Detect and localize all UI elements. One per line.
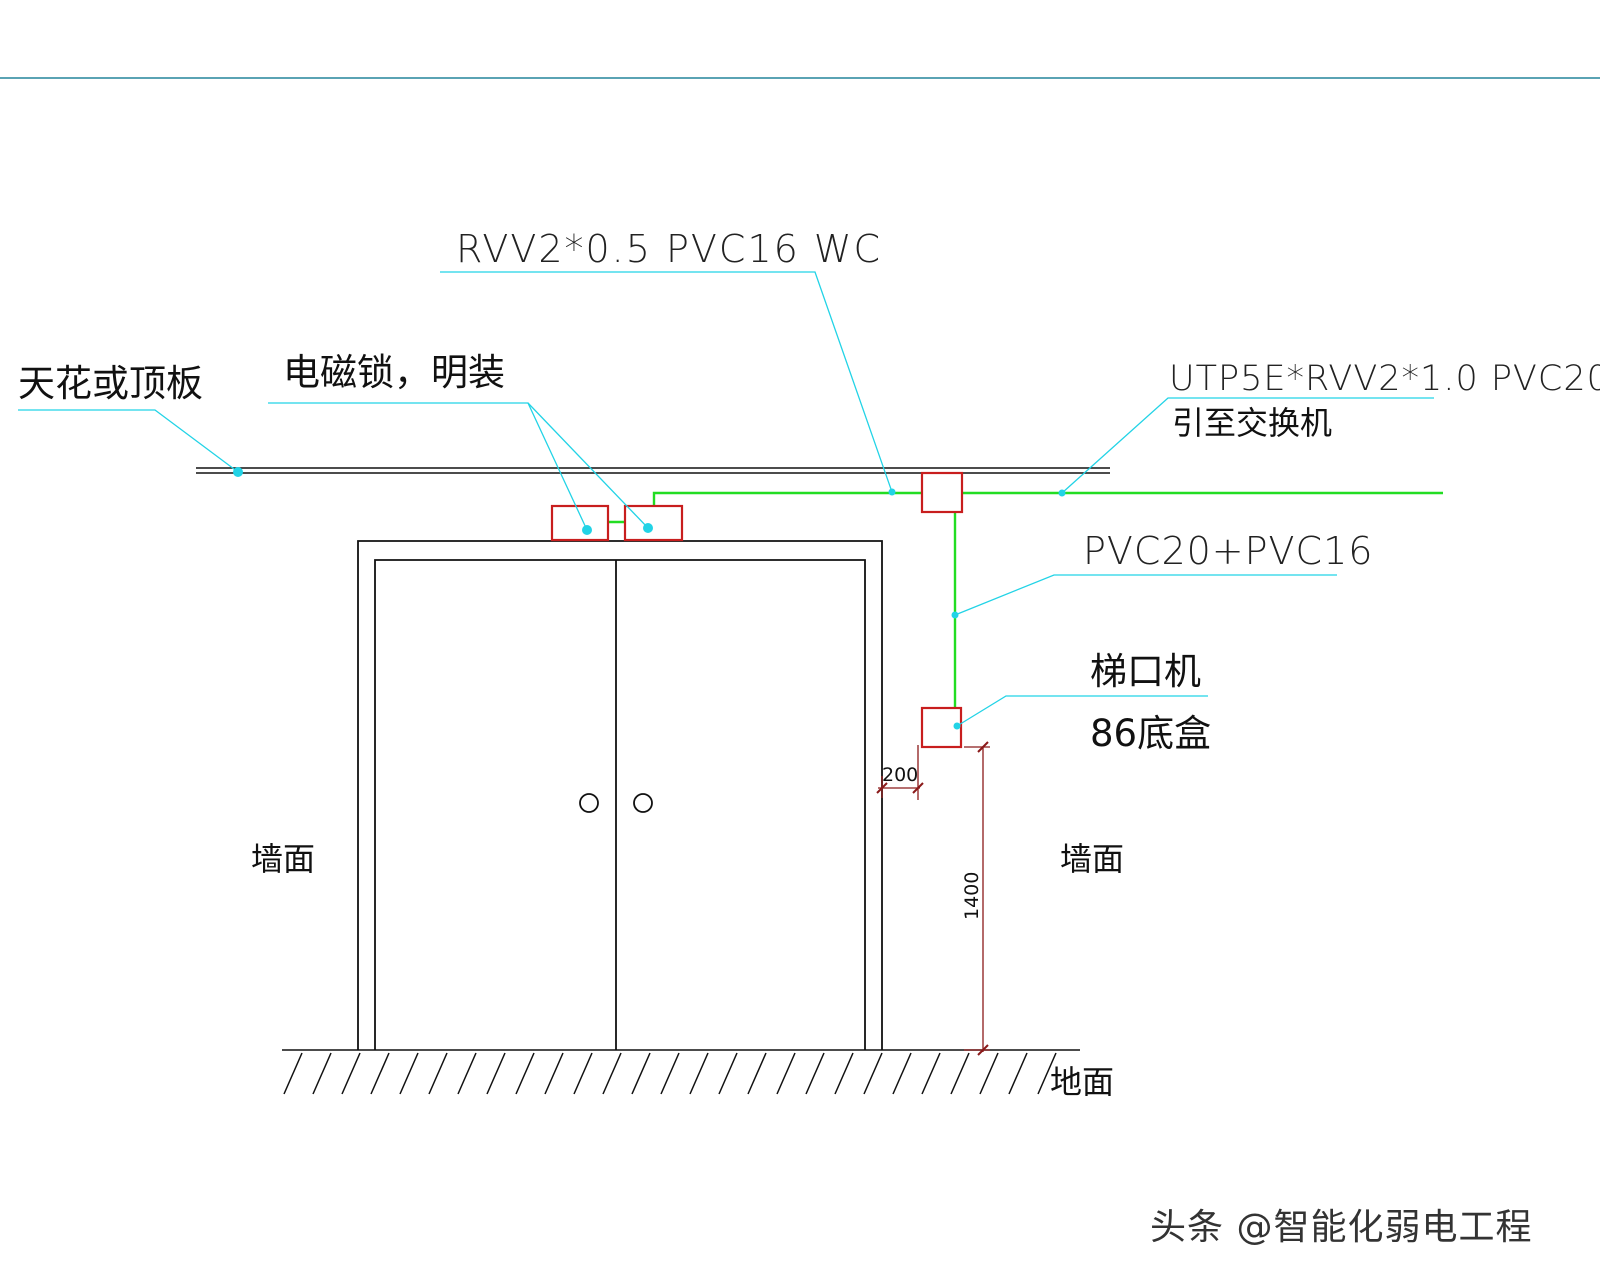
floor-hatch-stroke — [544, 1052, 564, 1095]
floor-hatch-stroke — [312, 1052, 332, 1095]
label-cable-switch-2: 引至交换机 — [1172, 404, 1332, 442]
floor-hatch-stroke — [892, 1052, 912, 1095]
floor-ground — [282, 1049, 1080, 1095]
floor-hatch-stroke — [718, 1052, 738, 1095]
label-conduit: PVC20+PVC16 — [1083, 529, 1373, 573]
leader-cable-switch — [1061, 397, 1434, 494]
dimension-200-text: 200 — [882, 764, 918, 786]
floor-hatch-stroke — [602, 1052, 622, 1095]
door-handle-left — [579, 793, 599, 813]
leader-device — [956, 695, 1208, 727]
floor-hatch-stroke — [660, 1052, 680, 1095]
floor-hatch-stroke — [515, 1052, 535, 1095]
floor-hatch-stroke — [1008, 1052, 1028, 1095]
floor-hatch-stroke — [747, 1052, 767, 1095]
leader-lines — [18, 271, 1434, 727]
floor-hatch-stroke — [457, 1052, 477, 1095]
leader-ceiling — [18, 409, 239, 473]
leader-cable-top — [440, 271, 893, 493]
floor-hatch-stroke — [1037, 1052, 1057, 1095]
device-boxes — [550, 471, 964, 749]
label-wall-right: 墙面 — [1060, 840, 1124, 878]
label-cable-switch-1: UTP5E*RVV2*1.0 PVC20 — [1169, 359, 1600, 399]
leader-lock-2 — [527, 402, 649, 529]
floor-hatch-stroke — [370, 1052, 390, 1095]
floor-hatch-stroke — [399, 1052, 419, 1095]
floor-hatch-stroke — [428, 1052, 448, 1095]
floor-hatch-stroke — [631, 1052, 651, 1095]
label-ceiling: 天花或顶板 — [18, 362, 203, 405]
floor-hatch-stroke — [573, 1052, 593, 1095]
label-magnetic-lock: 电磁锁，明装 — [283, 351, 505, 394]
door-handle-right — [633, 793, 653, 813]
floor-hatch-stroke — [834, 1052, 854, 1095]
floor-hatch-stroke — [921, 1052, 941, 1095]
label-cable-top: RVV2*0.5 PVC16 WC — [456, 227, 882, 271]
magnetic-lock-box-right — [623, 504, 684, 542]
door-frame-inner — [374, 559, 866, 1050]
junction-box — [920, 471, 964, 514]
door-frame-outer — [357, 540, 883, 1050]
floor-hatch-stroke — [979, 1052, 999, 1095]
floor-hatch-stroke — [341, 1052, 361, 1095]
magnetic-lock-box-left — [550, 504, 610, 542]
leader-conduit — [954, 574, 1337, 616]
label-door-station: 梯口机 — [1090, 650, 1201, 693]
label-86-box: 86底盒 — [1090, 712, 1211, 755]
double-door — [357, 540, 883, 1050]
wiring — [608, 491, 1443, 708]
dimension-1400-text: 1400 — [961, 872, 983, 920]
floor-hatch-stroke — [805, 1052, 825, 1095]
dimension-1400 — [964, 741, 990, 1056]
leader-dots — [233, 467, 1066, 730]
dimension-200 — [876, 745, 924, 800]
label-floor: 地面 — [1050, 1063, 1114, 1101]
floor-hatch-stroke — [283, 1052, 303, 1095]
floor-hatch-stroke — [486, 1052, 506, 1095]
leader-lock — [268, 402, 588, 531]
floor-hatch-stroke — [776, 1052, 796, 1095]
watermark: 头条 @智能化弱电工程 — [1150, 1207, 1533, 1248]
floor-hatch-stroke — [689, 1052, 709, 1095]
label-wall-left: 墙面 — [251, 840, 315, 878]
ceiling-slab — [196, 467, 1110, 474]
floor-hatch-stroke — [863, 1052, 883, 1095]
floor-hatch-stroke — [950, 1052, 970, 1095]
wire-lock-to-junction — [652, 491, 922, 506]
